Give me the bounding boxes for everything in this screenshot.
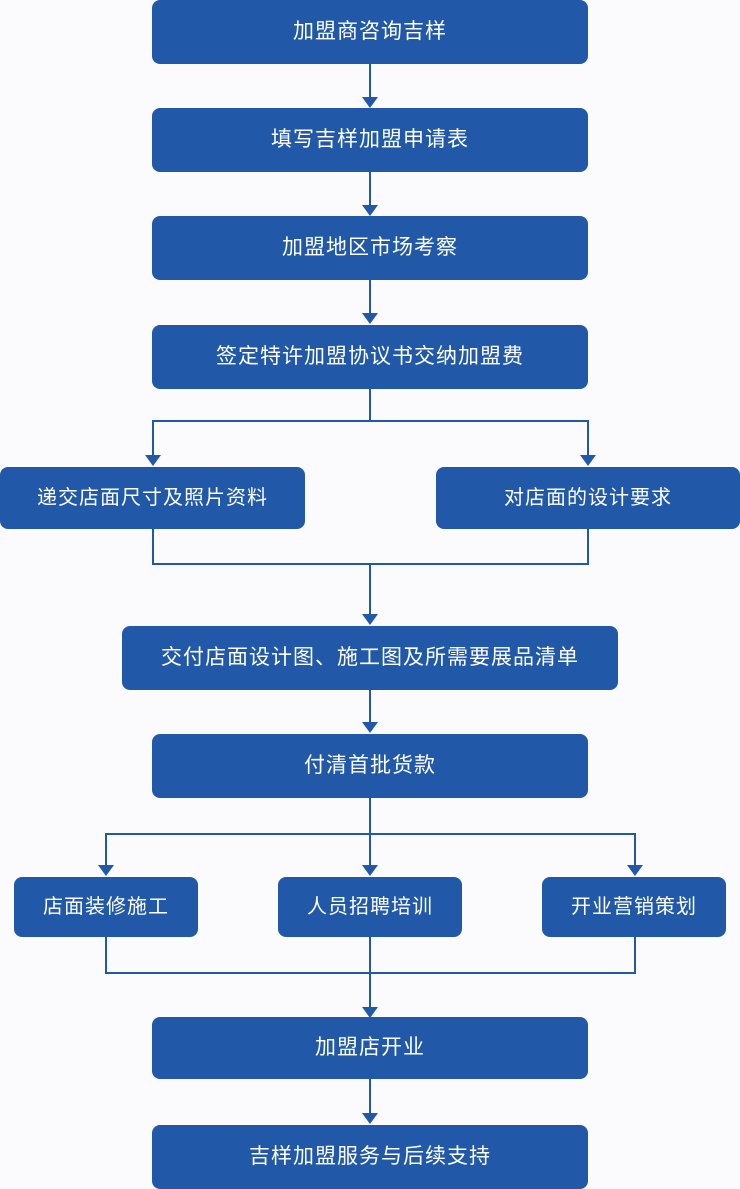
connector-n2-n3 (369, 172, 371, 205)
arrowhead-merge3-n9 (362, 1007, 378, 1018)
flow-node-market-survey[interactable]: 加盟地区市场考察 (152, 216, 588, 280)
connector-n7-split3 (369, 798, 371, 834)
connector-merge3-center (369, 937, 371, 974)
flow-node-label: 人员招聘培训 (307, 896, 433, 918)
connector-split-right (587, 420, 589, 455)
flow-node-ongoing-support[interactable]: 吉样加盟服务与后续支持 (152, 1125, 588, 1189)
flow-node-label: 吉样加盟服务与后续支持 (249, 1145, 491, 1169)
connector-n6-n7 (369, 690, 371, 722)
flow-node-label: 店面装修施工 (43, 896, 169, 918)
flow-node-application-form[interactable]: 填写吉样加盟申请表 (152, 108, 588, 172)
arrowhead-n6-n7 (362, 722, 378, 733)
flow-node-deliver-design-drawings[interactable]: 交付店面设计图、施工图及所需要展品清单 (122, 626, 618, 690)
connector-merge3-right (634, 937, 636, 974)
flow-node-label: 加盟地区市场考察 (282, 236, 458, 260)
flow-node-label: 付清首批货款 (304, 754, 436, 778)
flow-node-label: 填写吉样加盟申请表 (271, 128, 469, 152)
flow-node-label: 开业营销策划 (571, 896, 697, 918)
arrowhead-split-right (580, 455, 596, 466)
flow-node-sign-agreement[interactable]: 签定特许加盟协议书交纳加盟费 (152, 325, 588, 389)
flow-node-label: 对店面的设计要求 (504, 487, 672, 509)
flow-node-label: 加盟商咨询吉样 (293, 20, 447, 44)
arrowhead-n9-n10 (362, 1113, 378, 1124)
arrowhead-n3-n4 (362, 313, 378, 324)
connector-merge-right (587, 529, 589, 565)
flow-node-store-design-requirements[interactable]: 对店面的设计要求 (436, 467, 740, 529)
arrowhead-split3-left (98, 865, 114, 876)
flow-node-label: 签定特许加盟协议书交纳加盟费 (216, 345, 524, 369)
flow-node-store-opening[interactable]: 加盟店开业 (152, 1017, 588, 1079)
arrowhead-n2-n3 (362, 205, 378, 216)
connector-merge-to-n6 (369, 563, 371, 615)
arrowhead-split-left (145, 455, 161, 466)
arrowhead-split3-center (362, 865, 378, 876)
connector-split3-center (369, 833, 371, 865)
flow-node-store-renovation[interactable]: 店面装修施工 (14, 877, 198, 937)
flow-node-label: 加盟店开业 (315, 1036, 425, 1060)
connector-merge-left (152, 529, 154, 565)
flow-node-staff-recruitment-training[interactable]: 人员招聘培训 (278, 877, 462, 937)
flow-node-consult[interactable]: 加盟商咨询吉样 (152, 0, 588, 64)
connector-n3-n4 (369, 280, 371, 313)
connector-split3-left (105, 833, 107, 865)
flow-node-label: 交付店面设计图、施工图及所需要展品清单 (161, 646, 579, 670)
connector-merge3-left (105, 937, 107, 974)
connector-n9-n10 (369, 1079, 371, 1113)
flow-node-label: 递交店面尺寸及照片资料 (37, 487, 268, 509)
connector-split-left (152, 420, 154, 455)
arrowhead-split3-right (627, 865, 643, 876)
flow-node-pay-first-order[interactable]: 付清首批货款 (152, 734, 588, 798)
arrowhead-merge-n6 (362, 614, 378, 625)
connector-n4-split (369, 389, 371, 422)
flow-node-submit-store-photos[interactable]: 递交店面尺寸及照片资料 (0, 467, 305, 529)
connector-split3-right (634, 833, 636, 865)
connector-merge3-to-n9 (369, 972, 371, 1008)
flow-node-opening-marketing-plan[interactable]: 开业营销策划 (542, 877, 726, 937)
connector-n1-n2 (369, 64, 371, 97)
split-bar-upper (152, 420, 589, 422)
arrowhead-n1-n2 (362, 97, 378, 108)
